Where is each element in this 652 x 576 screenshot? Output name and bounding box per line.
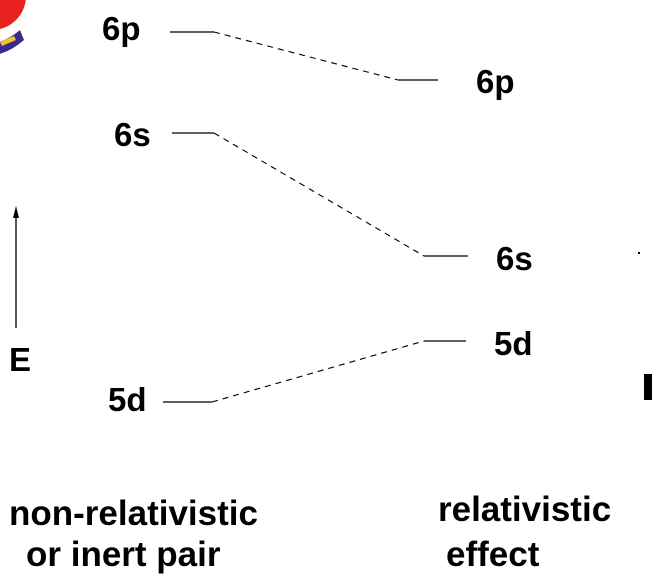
- nonrel-caption-line2: or inert pair: [26, 535, 221, 574]
- connector-5d: [211, 340, 425, 403]
- connector-6s: [213, 132, 425, 257]
- rel-6s-label: 6s: [496, 240, 533, 277]
- nonrel-6s-label: 6s: [114, 116, 151, 153]
- logo-emblem: [0, 0, 26, 54]
- energy-axis-label: E: [9, 341, 31, 378]
- edge-cropped-glyph: [644, 374, 652, 400]
- nonrel-5d-label: 5d: [108, 381, 147, 418]
- rel-5d-label: 5d: [494, 325, 533, 362]
- rel-caption-line1: relativistic: [438, 490, 611, 529]
- energy-axis-arrowhead: [13, 206, 19, 218]
- rel-caption-line2: effect: [446, 535, 540, 574]
- nonrel-caption-line1: non-relativistic: [9, 494, 258, 533]
- rel-6p-label: 6p: [476, 63, 515, 100]
- nonrel-6p-label: 6p: [102, 10, 141, 47]
- edge-dot-mark: [638, 252, 640, 254]
- connector-6p: [213, 31, 399, 81]
